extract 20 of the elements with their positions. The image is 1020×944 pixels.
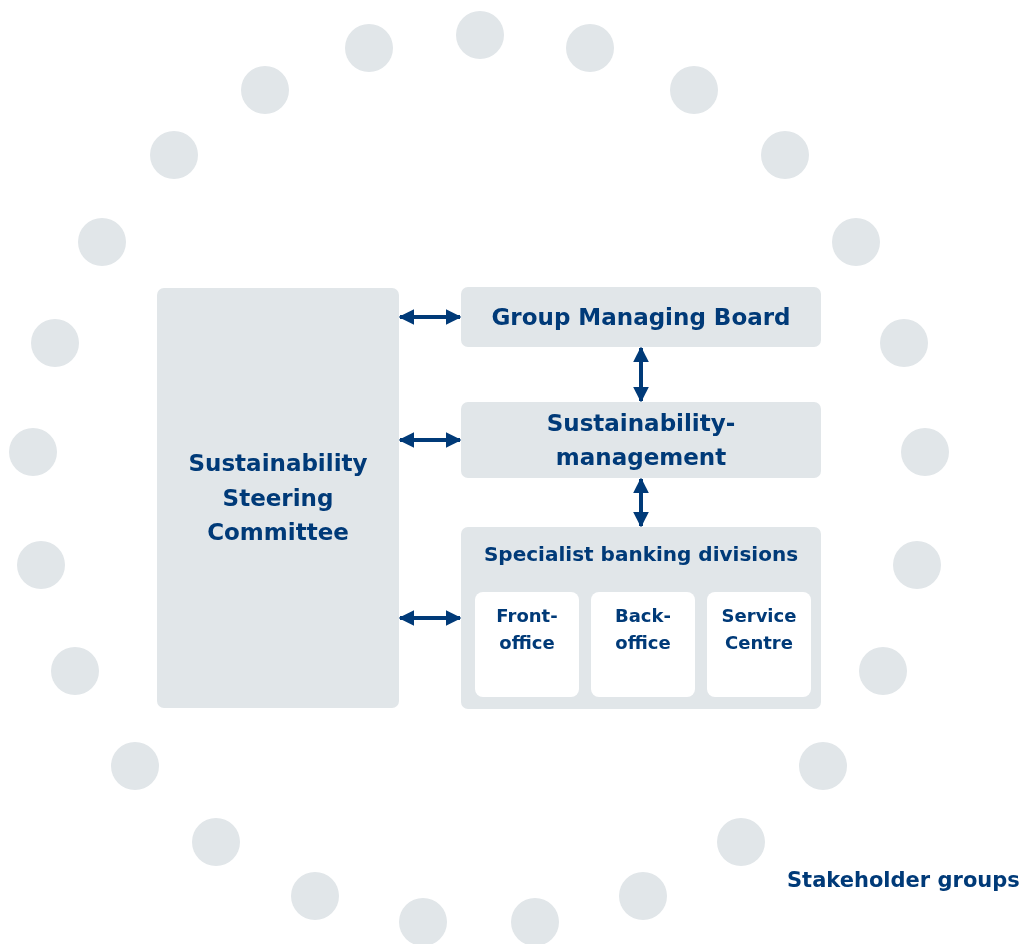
process-box bbox=[461, 402, 821, 478]
double-arrow bbox=[398, 432, 462, 448]
node-label: Specialist banking divisions bbox=[483, 541, 799, 568]
unit-box bbox=[475, 592, 579, 697]
node-label: Group Managing Board bbox=[491, 302, 791, 332]
process-box bbox=[157, 288, 399, 708]
node-label: Service Centre bbox=[720, 604, 798, 655]
caption-label: Stakeholder groups bbox=[787, 868, 1020, 892]
division-panel bbox=[461, 527, 821, 709]
node-label: Back-office bbox=[614, 604, 672, 655]
node-label: Sustainability Steering Committee bbox=[187, 449, 369, 548]
double-arrow bbox=[398, 309, 462, 325]
unit-box bbox=[591, 592, 695, 697]
unit-box bbox=[707, 592, 811, 697]
double-arrow bbox=[633, 477, 649, 528]
double-arrow bbox=[633, 346, 649, 403]
node-label: Front-office bbox=[495, 604, 559, 655]
node-label: Sustainability-management bbox=[545, 408, 737, 472]
process-box bbox=[461, 287, 821, 347]
double-arrow bbox=[398, 610, 462, 626]
